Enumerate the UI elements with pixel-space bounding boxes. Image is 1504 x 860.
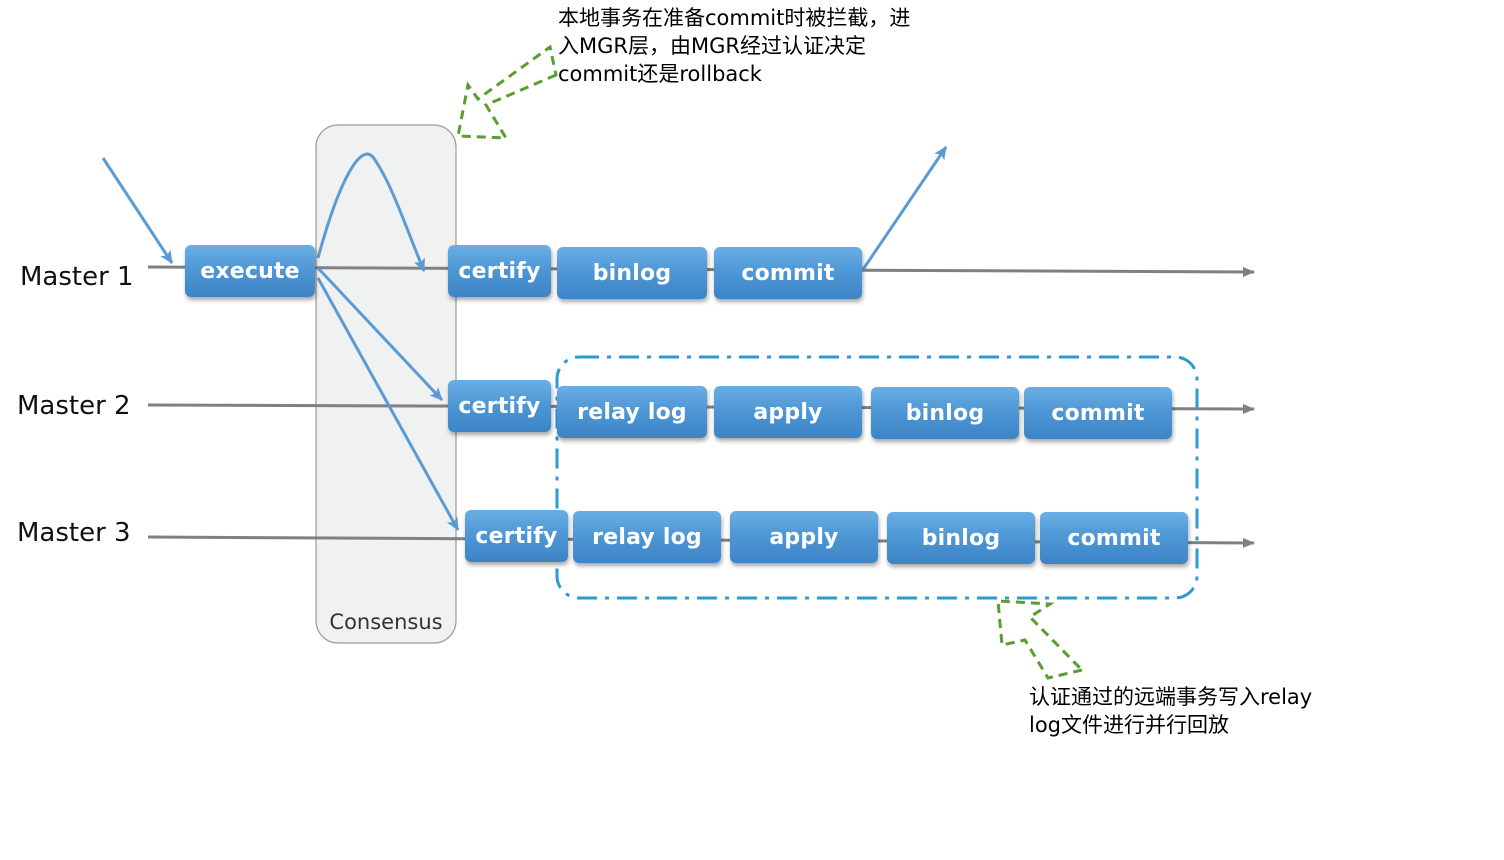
row-label-master2: Master 2	[17, 391, 131, 421]
m3-certify-box: certify	[465, 510, 568, 562]
top-annotation: 本地事务在准备commit时被拦截，进 入MGR层，由MGR经过认证决定 com…	[558, 4, 910, 88]
consensus-label: Consensus	[329, 610, 443, 634]
top-annotation-line3: commit还是rollback	[558, 62, 762, 86]
outgoing-arrow	[860, 146, 948, 272]
top-annotation-line1: 本地事务在准备commit时被拦截，进	[558, 6, 911, 30]
top-callout-arrow	[456, 44, 558, 140]
m3-relaylog-box: relay log	[573, 511, 721, 563]
bottom-annotation-line1: 认证通过的远端事务写入relay	[1029, 685, 1313, 709]
remote-apply-region	[555, 355, 1199, 600]
m2-apply-box: apply	[714, 386, 862, 438]
top-annotation-line2: 入MGR层，由MGR经过认证决定	[558, 34, 866, 58]
bottom-callout-arrow	[996, 599, 1083, 680]
m1-execute-box: execute	[185, 245, 315, 297]
m3-commit-box: commit	[1040, 512, 1188, 564]
m1-certify-box: certify	[448, 245, 551, 297]
consensus-loop-arrow	[316, 152, 426, 272]
m2-certify-box: certify	[448, 380, 551, 432]
m3-binlog-box: binlog	[887, 512, 1035, 564]
m3-apply-box: apply	[730, 511, 878, 563]
bottom-annotation-line2: log文件进行并行回放	[1029, 713, 1230, 737]
incoming-arrow	[101, 157, 174, 264]
m2-commit-box: commit	[1024, 387, 1172, 439]
m1-binlog-box: binlog	[557, 247, 707, 299]
row-label-master1: Master 1	[20, 262, 134, 292]
bottom-annotation: 认证通过的远端事务写入relay log文件进行并行回放	[1029, 683, 1312, 739]
m1-commit-box: commit	[714, 247, 862, 299]
to-master3-arrow	[316, 277, 460, 531]
to-master2-arrow	[316, 266, 444, 402]
row-label-master3: Master 3	[17, 518, 131, 548]
m2-binlog-box: binlog	[871, 387, 1019, 439]
m2-relaylog-box: relay log	[557, 386, 707, 438]
